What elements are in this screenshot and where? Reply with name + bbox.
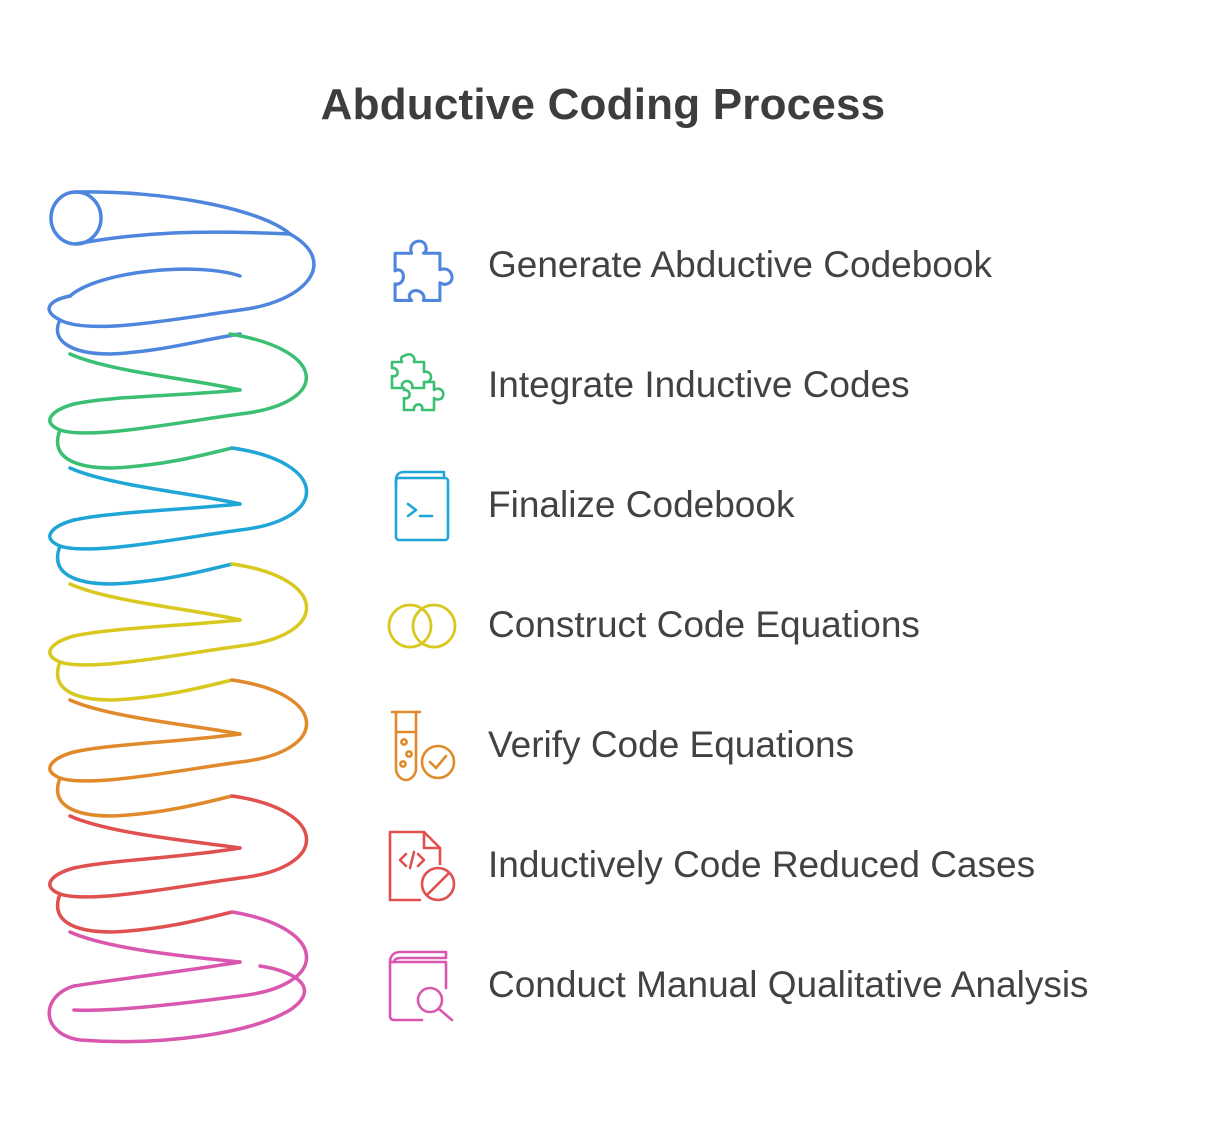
step-label-1: Generate Abductive Codebook <box>488 244 992 285</box>
test-tube-check-icon <box>390 710 456 782</box>
coil-segment-2 <box>48 332 308 470</box>
puzzle-pieces-icon <box>390 353 445 412</box>
diagram-title: Abductive Coding Process <box>320 80 886 129</box>
step-label-5: Verify Code Equations <box>488 724 855 765</box>
coil-segment-3 <box>48 446 309 586</box>
puzzle-piece-icon <box>393 239 454 302</box>
step-label-4: Construct Code Equations <box>488 604 920 645</box>
coil-segment-7 <box>47 910 309 1044</box>
coil-segment-5 <box>48 678 309 818</box>
code-book-icon <box>394 470 450 542</box>
code-file-blocked-icon <box>388 830 456 902</box>
step-label-2: Integrate Inductive Codes <box>488 364 910 405</box>
step-label-6: Inductively Code Reduced Cases <box>488 844 1036 885</box>
coil-segment-1 <box>47 190 316 356</box>
overlapping-circles-icon <box>387 603 457 649</box>
book-search-icon <box>388 950 454 1022</box>
coil-segment-6 <box>48 794 309 934</box>
step-label-3: Finalize Codebook <box>488 484 795 525</box>
coil-segment-4 <box>48 562 309 702</box>
coil-spiral <box>47 190 316 1044</box>
step-label-7: Conduct Manual Qualitative Analysis <box>488 964 1089 1005</box>
